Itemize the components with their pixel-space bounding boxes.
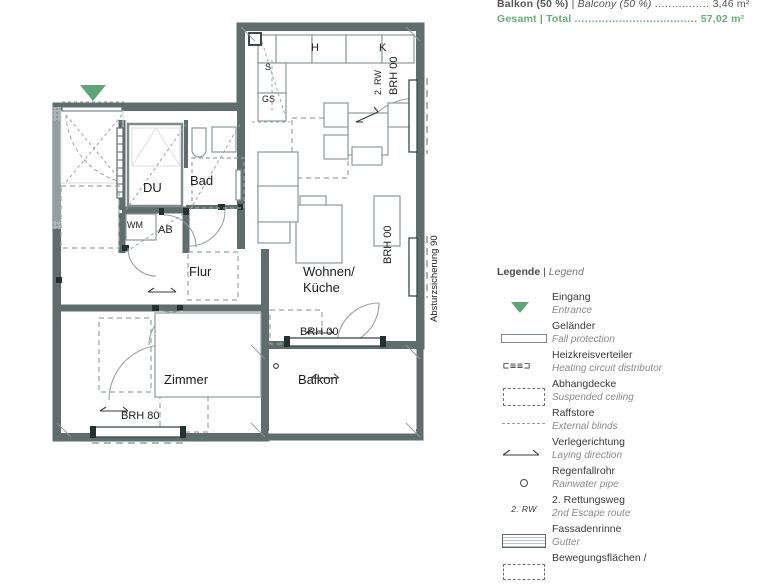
total-value: 57,02 m² — [700, 13, 745, 25]
living-furniture — [257, 151, 401, 264]
room-label-kueche: Küche — [303, 280, 340, 295]
door-jambs — [56, 204, 243, 311]
legend-item-entrance: Eingang Entrance — [497, 291, 768, 323]
room-label-k: K — [379, 42, 387, 54]
corner-hatching — [56, 26, 421, 438]
movement-areas-icon — [501, 555, 547, 584]
legend-item-escape: 2. RW 2. Rettungsweg 2nd Escape route — [497, 494, 768, 526]
heating-glyph: ⊏≡≡⊐ — [503, 361, 532, 372]
windows — [90, 79, 418, 438]
legend-label-en: Suspended ceiling — [552, 392, 634, 403]
annotation-absturzsicherung: Absturzsicherung 90 — [429, 235, 440, 322]
entrance-marker-icon — [80, 85, 106, 101]
legend-label-de: Eingang — [552, 291, 591, 303]
bath-radiator — [235, 169, 242, 201]
kitchen-dashlines — [252, 41, 290, 123]
legend-label-de: 2. Rettungsweg — [552, 494, 625, 506]
balcony-walls — [261, 345, 424, 441]
escape-route-icon: 2. RW — [501, 497, 547, 526]
rainwater-pipe-icon — [273, 363, 280, 370]
legend-label-de: Heizkreisverteiler — [552, 349, 633, 361]
rainwater-pipe-icon — [501, 468, 547, 497]
room-label-s: S — [265, 62, 271, 72]
legend-item-heating: ⊏≡≡⊐ Heizkreisverteiler Heating circuit … — [497, 349, 768, 381]
legend-item-rainwater: Regenfallrohr Rainwater pipe — [497, 465, 768, 497]
entrance-threshold — [61, 106, 123, 112]
entrance-icon — [501, 294, 547, 323]
room-labels: DU Bad WM AB Flur Zimmer Wohnen/ Küche B… — [127, 42, 387, 387]
floor-plan: DU Bad WM AB Flur Zimmer Wohnen/ Küche B… — [0, 0, 460, 470]
legend-label-de: Fassadenrinne — [552, 523, 622, 535]
shower-tray — [131, 126, 181, 167]
legend-item-movement: Bewegungsflächen / — [497, 552, 768, 584]
room-label-wohnen: Wohnen/ — [303, 264, 355, 279]
legend-label-de: Bewegungsflächen / — [552, 552, 647, 564]
room-label-balkon: Balkon — [298, 372, 338, 387]
total-label: Gesamt | Total — [497, 13, 572, 25]
legend-title-separator: | — [543, 266, 546, 278]
area-value: 3,46 m² — [712, 0, 750, 10]
legend-label-de: Abhangdecke — [552, 378, 617, 390]
area-label-de: Balkon (50 %) — [497, 0, 569, 10]
radiator — [116, 127, 124, 199]
plan-annotations: BRH 00 BRH 80 BRH 00 BRH 00 2. RW Abstur… — [121, 56, 440, 422]
balcony-floor — [269, 349, 416, 433]
legend-item-laying: Verlegerichtung Laying direction — [497, 436, 768, 468]
legend-label-en: Entrance — [552, 305, 593, 316]
legend-label-de: Regenfallrohr — [552, 465, 616, 477]
area-label-en: Balcony (50 %) — [577, 0, 652, 10]
legend-item-railing: Geländer Fall protection — [497, 320, 768, 352]
total-dots: .................................... — [574, 13, 698, 25]
annotation-escape-route: 2. RW — [373, 70, 383, 95]
legend-title-en: Legend — [548, 266, 584, 278]
room-label-zimmer: Zimmer — [164, 372, 209, 387]
legend-label-de: Geländer — [552, 320, 596, 332]
legend: Legende | Legend Eingang Entrance Geländ… — [497, 266, 768, 580]
legend-label-de: Raffstore — [552, 407, 595, 419]
room-label-wm: WM — [127, 220, 143, 230]
annotation-brh-top: BRH 00 — [388, 56, 400, 95]
room-label-du: DU — [143, 180, 162, 195]
legend-label-en: Fall protection — [552, 334, 615, 345]
kitchen-corner-marker — [248, 32, 262, 46]
legend-label-en: 2nd Escape route — [552, 508, 631, 519]
legend-label-de: Verlegerichtung — [552, 436, 625, 448]
legend-item-blinds: Raffstore External blinds — [497, 407, 768, 439]
suspended-ceiling-icon — [501, 381, 547, 410]
laying-direction-arrows — [99, 106, 379, 412]
annotation-brh-balcony: BRH 00 — [300, 326, 339, 338]
legend-label-en: Gutter — [552, 537, 580, 548]
area-dots: ................ — [654, 0, 710, 10]
legend-title: Legende | Legend — [497, 266, 768, 278]
room-label-bad: Bad — [190, 173, 213, 188]
wall-hatch — [53, 107, 61, 229]
legend-title-de: Legende — [497, 266, 541, 278]
area-row-balcony: Balkon (50 %) | Balcony (50 %) .........… — [497, 0, 750, 10]
info-column: Balkon (50 %) | Balcony (50 %) .........… — [497, 0, 768, 580]
legend-label-en: Rainwater pipe — [552, 479, 619, 490]
area-row-total: Gesamt | Total .........................… — [497, 13, 768, 25]
room-label-ab: AB — [158, 224, 173, 236]
legend-label-en: Laying direction — [552, 450, 623, 461]
legend-item-ceiling: Abhangdecke Suspended ceiling — [497, 378, 768, 410]
escape-route-glyph: 2. RW — [511, 504, 537, 514]
room-label-h: H — [311, 42, 319, 54]
gutter-icon — [501, 526, 547, 555]
annotation-brh-zimmer: BRH 80 — [121, 410, 160, 422]
room-label-gs: GS — [262, 94, 275, 104]
legend-label-en: Heating circuit distributor — [552, 363, 663, 374]
annotation-brh-right: BRH 00 — [382, 225, 394, 264]
legend-label-en: External blinds — [552, 421, 618, 432]
washing-machine — [125, 213, 157, 241]
railing-icon — [501, 323, 547, 352]
external-blinds-icon — [501, 410, 547, 439]
legend-item-gutter: Fassadenrinne Gutter — [497, 523, 768, 555]
room-label-flur: Flur — [189, 264, 212, 279]
laying-direction-icon — [501, 439, 547, 468]
bedroom-furniture — [154, 312, 262, 398]
legend-list: Eingang Entrance Geländer Fall protectio… — [497, 291, 768, 584]
heating-distributor-icon: ⊏≡≡⊐ — [501, 352, 547, 381]
